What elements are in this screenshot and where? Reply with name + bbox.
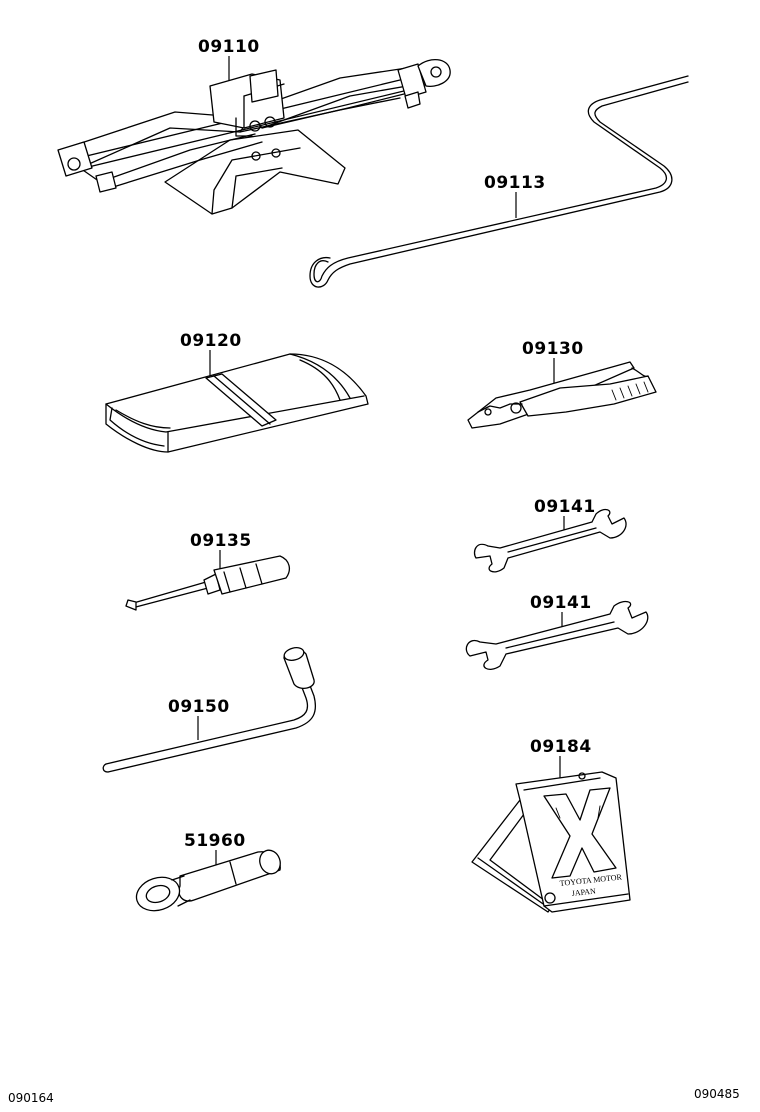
label-09113: 09113	[484, 173, 546, 193]
towing-eye: 51960	[135, 831, 281, 912]
footer-left-code: 090164	[8, 1091, 54, 1105]
lug-wrench: 09150	[102, 647, 317, 773]
label-09150: 09150	[168, 697, 230, 717]
label-09135: 09135	[190, 531, 252, 551]
footer-right-code: 090485	[694, 1087, 740, 1101]
label-51960: 51960	[184, 831, 246, 851]
label-09110: 09110	[198, 37, 260, 57]
tool-bag: 09120	[105, 331, 369, 453]
chock-stamp-line2: JAPAN	[571, 886, 596, 897]
wheel-chock: 09184 TOYOTA MOTOR JAPAN	[471, 737, 631, 913]
scissor-jack: 09110	[57, 37, 451, 215]
label-09141-upper: 09141	[534, 497, 596, 517]
wrench-lower: 09141	[465, 593, 649, 670]
pliers: 09130	[467, 339, 657, 429]
screwdriver: 09135	[125, 531, 291, 611]
wrench-upper: 09141	[473, 497, 627, 573]
label-09141-lower: 09141	[530, 593, 592, 613]
jack-handle: 09113	[309, 75, 689, 288]
label-09120: 09120	[180, 331, 242, 351]
label-09184: 09184	[530, 737, 592, 757]
label-09130: 09130	[522, 339, 584, 359]
